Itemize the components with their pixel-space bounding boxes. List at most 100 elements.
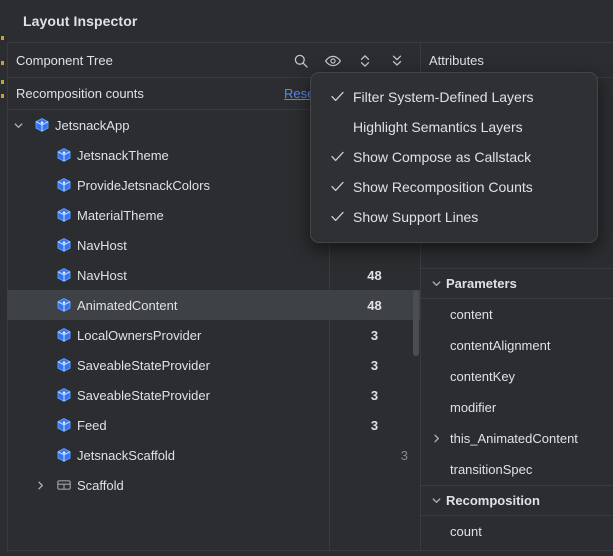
compose-node-icon [56,447,72,463]
tree-row[interactable]: Scaffold [7,470,420,500]
gutter-mark [1,61,4,65]
tree-row[interactable]: JetsnackTheme [7,140,420,170]
view-node-icon [56,477,72,493]
recomposition-counts-bar: Recomposition counts Reset [7,78,420,110]
attribute-name: this_AnimatedContent [450,431,578,446]
tree-row[interactable]: NavHost [7,230,420,260]
component-tree-panel: Component Tree [7,43,420,550]
tree-row-label: NavHost [77,267,127,283]
menu-item[interactable]: Filter System-Defined Layers [311,82,597,112]
expand-collapse-icon[interactable] [354,50,376,72]
eye-icon[interactable] [322,50,344,72]
tree-row-label: SaveableStateProvider [77,387,210,403]
panel-divider [420,43,421,550]
chevron-down-icon[interactable] [11,118,25,132]
tree-row-label: JetsnackTheme [77,147,169,163]
chevron-right-icon[interactable] [429,432,443,446]
window-titlebar: Layout Inspector [7,0,613,43]
recomposition-count: 3 [370,327,379,343]
search-icon[interactable] [290,50,312,72]
attributes-section-title: Parameters [446,276,517,291]
menu-item[interactable]: Show Support Lines [311,202,597,232]
attributes-section-header[interactable]: Recomposition [420,485,613,516]
tree-row-label: Scaffold [77,477,124,493]
tree-row-label: NavHost [77,237,127,253]
compose-node-icon [56,177,72,193]
recomposition-count: 3 [370,357,379,373]
menu-item-label: Show Recomposition Counts [353,179,533,195]
attribute-row[interactable]: this_AnimatedContent [420,423,613,454]
recomposition-counts-label: Recomposition counts [16,86,144,101]
attributes-scrollbar-thumb[interactable] [413,290,419,356]
compose-node-icon [56,417,72,433]
attribute-row[interactable]: contentKey [420,361,613,392]
attribute-row[interactable]: contentAlignment [420,330,613,361]
check-icon [331,180,345,194]
collapse-all-icon[interactable] [386,50,408,72]
chevron-right-icon[interactable] [33,478,47,492]
menu-item[interactable]: Highlight Semantics Layers [311,112,597,142]
attribute-name: content [450,307,493,322]
compose-node-icon [56,147,72,163]
tree-row[interactable]: LocalOwnersProvider 3 [7,320,420,350]
component-tree-header-label: Component Tree [16,52,113,68]
tree-row[interactable]: NavHost 48 [7,260,420,290]
tree-row-label: Feed [77,417,107,433]
menu-item-label: Show Support Lines [353,209,479,225]
attribute-row[interactable]: transitionSpec [420,454,613,485]
gutter-mark [1,36,4,40]
page-title: Layout Inspector [23,13,138,29]
recomposition-count: 3 [370,417,379,433]
menu-item-label: Filter System-Defined Layers [353,89,534,105]
tree-row[interactable]: SaveableStateProvider 3 [7,380,420,410]
tree-row-label: JetsnackScaffold [77,447,176,463]
tree-row-label: AnimatedContent [77,297,178,313]
tree-row[interactable]: Feed 3 [7,410,420,440]
recomposition-count: 3 [370,387,379,403]
compose-node-icon [56,267,72,283]
compose-node-icon [34,117,50,133]
attributes-section-title: Recomposition [446,493,540,508]
menu-item[interactable]: Show Compose as Callstack [311,142,597,172]
attribute-name: modifier [450,400,497,415]
compose-node-icon [56,327,72,343]
recomposition-count: 3 [400,447,408,463]
tree-row[interactable]: MaterialTheme [7,200,420,230]
chevron-down-icon[interactable] [429,277,443,291]
compose-node-icon [56,297,72,313]
attribute-row[interactable]: content [420,299,613,330]
menu-item-label: Highlight Semantics Layers [353,119,523,135]
check-icon [331,210,345,224]
check-icon [331,150,345,164]
tree-column-separator [329,110,330,550]
tree-row[interactable]: JetsnackApp [7,110,420,140]
tree-row[interactable]: ProvideJetsnackColors [7,170,420,200]
menu-item[interactable]: Show Recomposition Counts [311,172,597,202]
component-tree-toolbar: Component Tree [7,43,420,78]
gutter-mark [1,80,4,84]
reset-link[interactable]: Reset [284,86,318,101]
compose-node-icon [56,237,72,253]
chevron-down-icon[interactable] [429,494,443,508]
tree-row[interactable]: JetsnackScaffold 3 [7,440,420,470]
attributes-section-header[interactable]: Parameters [420,268,613,299]
attributes-list[interactable]: Parameters content contentAlignment content… [420,268,613,556]
tree-row-label: JetsnackApp [55,117,130,133]
attribute-name: contentKey [450,369,516,384]
attribute-name: contentAlignment [450,338,551,353]
bottom-divider [7,550,613,551]
attribute-row[interactable]: count [420,516,613,547]
gutter-mark [1,94,4,98]
compose-node-icon [56,357,72,373]
attribute-row[interactable]: modifier [420,392,613,423]
tree-row-label: LocalOwnersProvider [77,327,202,343]
check-icon [331,90,345,104]
recomposition-count: 48 [367,267,382,283]
tree-row-label: ProvideJetsnackColors [77,177,210,193]
